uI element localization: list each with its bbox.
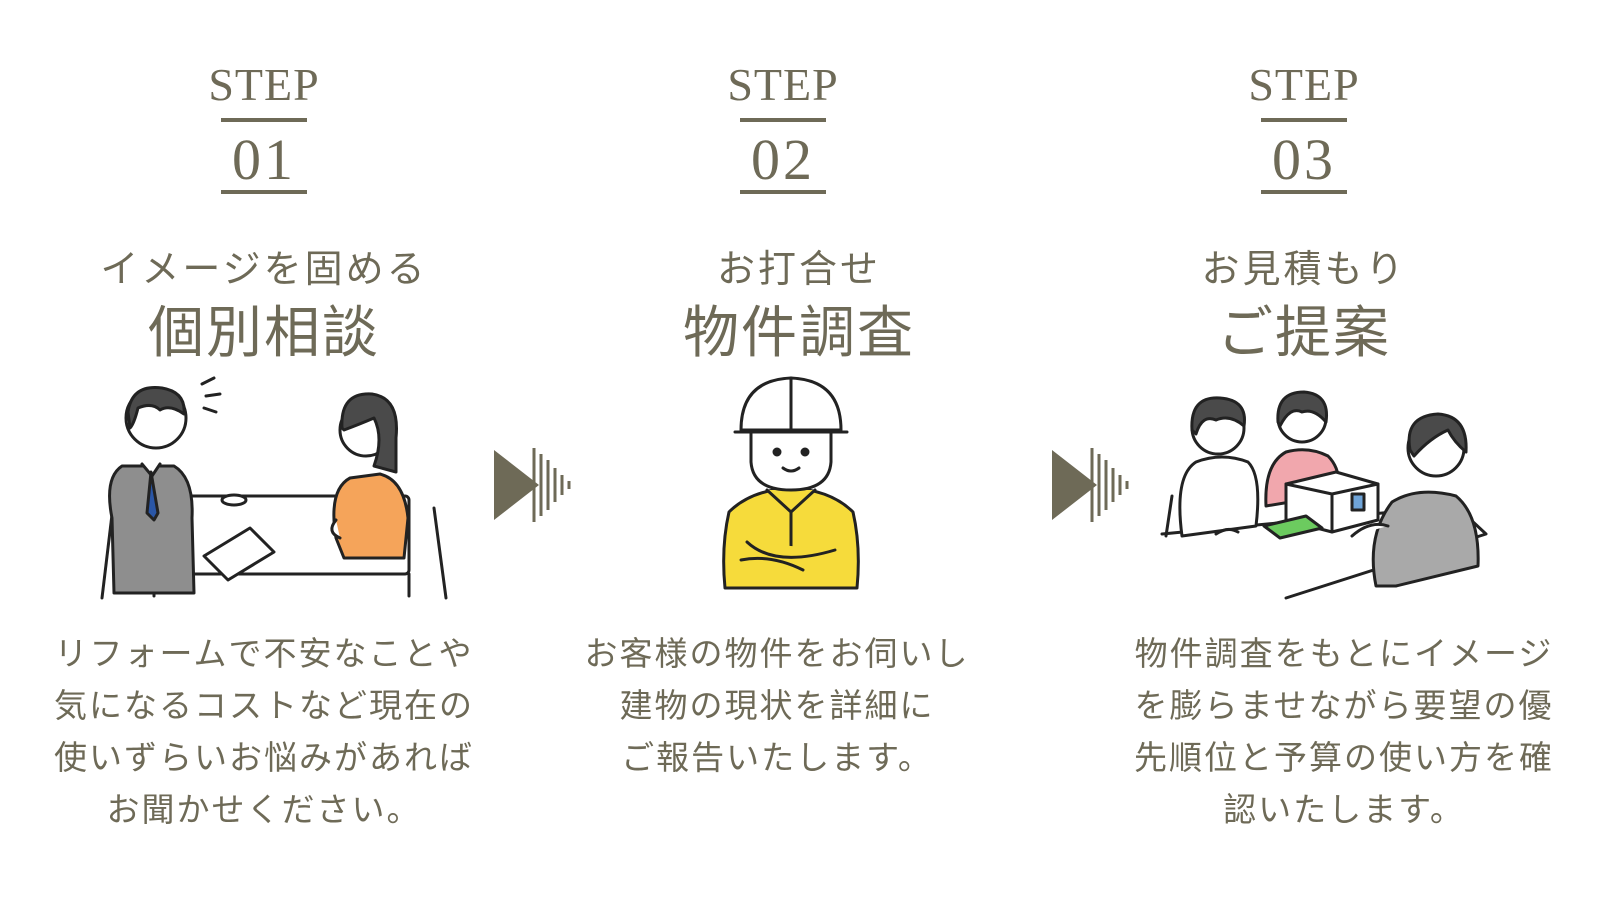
description-line: ご報告いたします。 (621, 738, 933, 777)
step-title: 個別相談 (148, 301, 380, 366)
arrow-right-icon (494, 448, 571, 522)
step-description: 物件調査をもとにイメージ を膨らませながら要望の優 先順位と予算の使い方を確 認… (1084, 628, 1600, 836)
description-line: お客様の物件をお伺いし (584, 634, 970, 673)
step-number: 03 (1272, 127, 1336, 192)
step-number: 02 (751, 127, 815, 192)
step-rule-top (221, 118, 307, 122)
step-label: STEP (1248, 59, 1360, 110)
description-line: を膨らませながら要望の優 (1134, 686, 1554, 725)
step-subtitle: お打合せ (716, 247, 881, 291)
arrow-right-icon (1052, 448, 1129, 522)
description-line: 物件調査をもとにイメージ (1134, 634, 1554, 673)
proposal-meeting-illustration-icon (1160, 390, 1488, 600)
description-line: 先順位と予算の使い方を確 (1134, 738, 1554, 777)
step-title: ご提案 (1217, 301, 1391, 366)
step-subtitle: イメージを固める (100, 247, 428, 291)
consultation-illustration-icon (100, 376, 448, 600)
description-line: 認いたします。 (1223, 790, 1465, 829)
step-number: 01 (232, 127, 296, 192)
description-line: リフォームで不安なことや (54, 634, 474, 673)
step-rule-top (740, 118, 826, 122)
description-line: お聞かせください。 (106, 790, 422, 829)
step-rule-bottom (1261, 190, 1347, 194)
step-1: STEP 01 イメージを固める 個別相談 (4, 0, 524, 900)
construction-worker-illustration-icon (722, 376, 860, 590)
step-label: STEP (727, 59, 839, 110)
description-line: 気になるコストなど現在の (54, 686, 474, 725)
step-rule-bottom (221, 190, 307, 194)
step-description: リフォームで不安なことや 気になるコストなど現在の 使いずらいお悩みがあれば お… (4, 628, 524, 836)
step-title: 物件調査 (683, 301, 915, 366)
description-line: 使いずらいお悩みがあれば (54, 738, 474, 777)
step-2: STEP 02 お打合せ 物件調査 お客様の物件をお伺いし 建物の現状を詳細に … (523, 0, 1043, 900)
step-description: お客様の物件をお伺いし 建物の現状を詳細に ご報告いたします。 (517, 628, 1037, 784)
step-subtitle: お見積もり (1201, 247, 1407, 291)
step-3: STEP 03 お見積もり ご提案 (1044, 0, 1564, 900)
step-rule-bottom (740, 190, 826, 194)
step-label: STEP (208, 59, 320, 110)
step-rule-top (1261, 118, 1347, 122)
description-line: 建物の現状を詳細に (619, 686, 935, 725)
